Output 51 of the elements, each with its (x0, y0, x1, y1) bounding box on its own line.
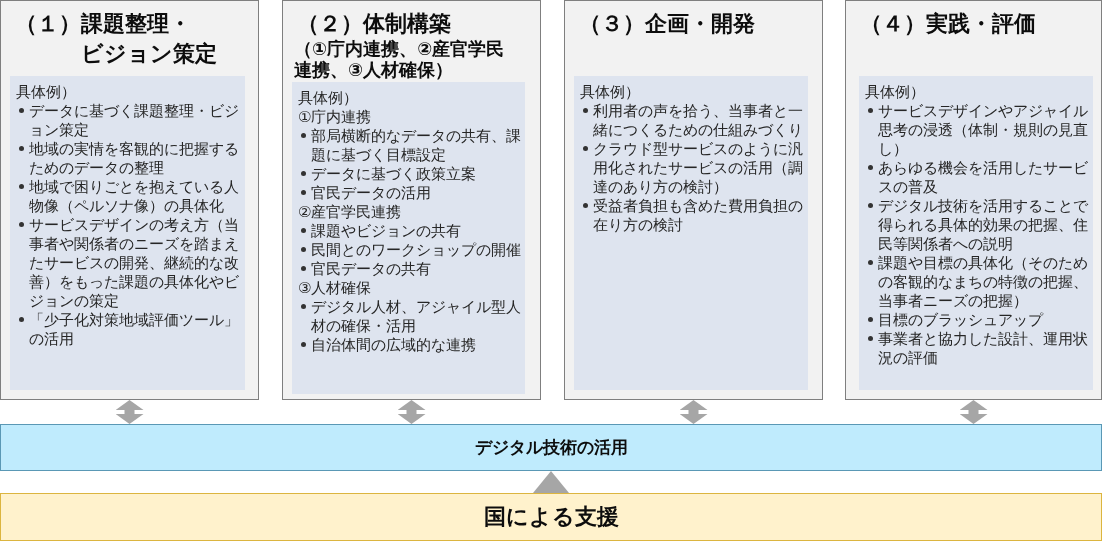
bullet-text: サービスデザインの考え方（当事者や関係者のニーズを踏まえたサービスの開発、継続的な改善）をもった課題の具体化やビジョンの策定 (29, 215, 240, 310)
step-title: （１）課題整理・ビジョン策定 (15, 10, 218, 68)
double-arrow (679, 400, 708, 424)
sub-heading: ①庁内連携 (298, 107, 373, 126)
band-label: 国による支援 (483, 503, 619, 531)
bullet-text: 課題やビジョンの共有 (311, 221, 462, 240)
example-panel (574, 76, 808, 390)
bullet-text: クラウド型サービスのように汎用化されたサービスの活用（調達のあり方の検討） (593, 139, 804, 196)
bullet-text: 課題や目標の具体化（そのための客観的なまちの特徴の把握、当事者ニーズの把握） (878, 253, 1089, 310)
step-title: （２）体制構築 (297, 10, 452, 38)
bullet-text: 「少子化対策地域評価ツール」の活用 (29, 310, 240, 348)
bullet-text: サービスデザインやアジャイル思考の浸透（体制・規則の見直し） (878, 101, 1089, 158)
step-box (845, 0, 1102, 400)
band-label: デジタル技術の活用 (474, 437, 628, 459)
panel-heading: 具体例） (16, 82, 77, 101)
example-panel (10, 76, 245, 390)
triangle-arrow (533, 471, 569, 493)
bullet-text: 部局横断的なデータの共有、課題に基づく目標設定 (311, 126, 521, 164)
bullet-text: 地域で困りごとを抱えている人物像（ペルソナ像）の具体化 (29, 177, 240, 215)
panel-heading: 具体例） (580, 82, 641, 101)
bullet-text: デジタル技術を活用することで得られる具体的効果の把握、住民等関係者への説明 (878, 196, 1089, 253)
bullet-text: 受益者負担も含めた費用負担の在り方の検討 (593, 196, 804, 234)
sub-heading: ②産官学民連携 (298, 202, 403, 221)
bullet-text: 地域の実情を客観的に把握するためのデータの整理 (29, 139, 240, 177)
bullet-text: データに基づく政策立案 (311, 164, 477, 183)
sub-heading: ③人材確保 (298, 278, 373, 297)
step-box (282, 0, 541, 400)
bullet-text: あらゆる機会を活用したサービスの普及 (878, 158, 1089, 196)
step-title: （３）企画・開発 (579, 10, 756, 38)
panel-heading: 具体例） (865, 82, 926, 101)
example-panel (859, 76, 1093, 390)
bullet-text: 利用者の声を拾う、当事者と一緒につくるための仕組みづくり (593, 101, 804, 139)
bullet-text: 目標のブラッシュアップ (878, 310, 1045, 329)
band (0, 493, 1102, 541)
double-arrow (397, 400, 426, 424)
step-box (0, 0, 259, 400)
step-subtitle: （①庁内連携、②産官学民連携、③人材確保） (294, 39, 506, 81)
bullet-text: 事業者と協力した設計、運用状況の評価 (878, 329, 1089, 367)
bullet-text: 官民データの共有 (311, 259, 432, 278)
double-arrow (115, 400, 144, 424)
step-title: （４）実践・評価 (860, 10, 1037, 38)
panel-heading: 具体例） (298, 88, 359, 107)
bullet-text: デジタル人材、アジャイル型人材の確保・活用 (311, 297, 521, 335)
band (0, 424, 1102, 471)
bullet-text: データに基づく課題整理・ビジョン策定 (29, 101, 240, 139)
bullet-text: 自治体間の広域的な連携 (311, 335, 477, 354)
example-panel (292, 82, 525, 394)
bullet-text: 民間とのワークショップの開催 (311, 240, 521, 259)
double-arrow (959, 400, 988, 424)
step-box (564, 0, 823, 400)
bullet-text: 官民データの活用 (311, 183, 432, 202)
